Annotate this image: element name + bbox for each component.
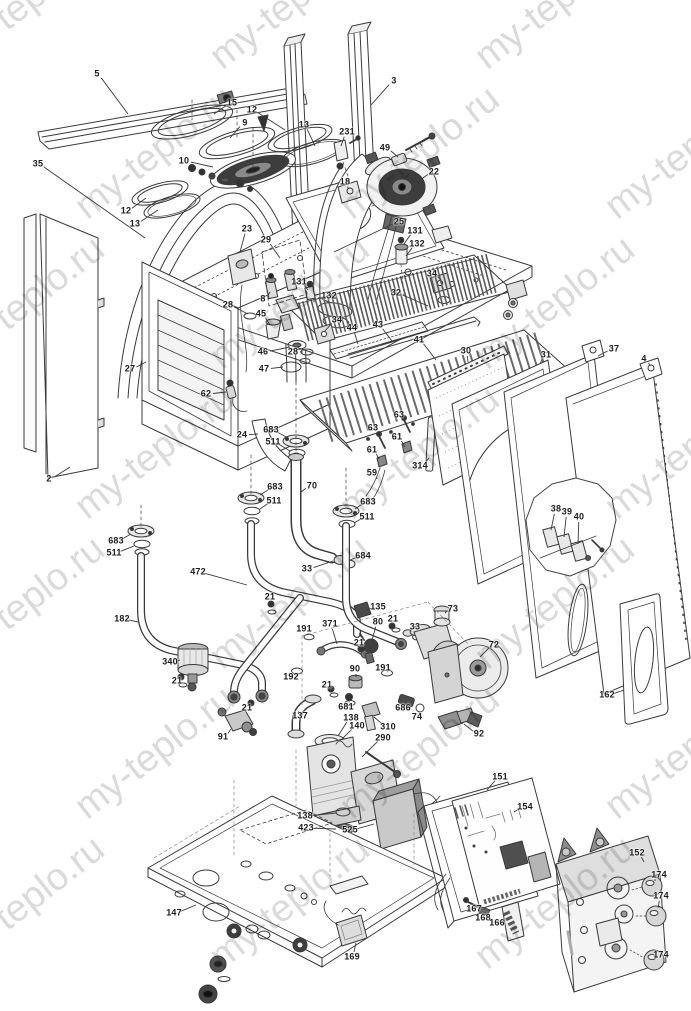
igniter <box>227 239 308 373</box>
detail-bubble <box>525 477 617 577</box>
hydraulic-pipes <box>137 452 446 739</box>
control-board <box>417 777 561 942</box>
burner <box>299 316 571 452</box>
ignition-transformer <box>335 778 439 850</box>
junction-box <box>555 827 667 993</box>
heat-exchanger <box>264 253 528 342</box>
cover-plate <box>619 593 669 725</box>
left-side-panel <box>23 213 105 479</box>
small-fittings <box>177 600 483 736</box>
electrode-bolts <box>365 415 436 501</box>
pump-assembly <box>301 601 509 709</box>
fan-flange-rings <box>131 90 346 219</box>
fan-assembly <box>333 132 441 305</box>
